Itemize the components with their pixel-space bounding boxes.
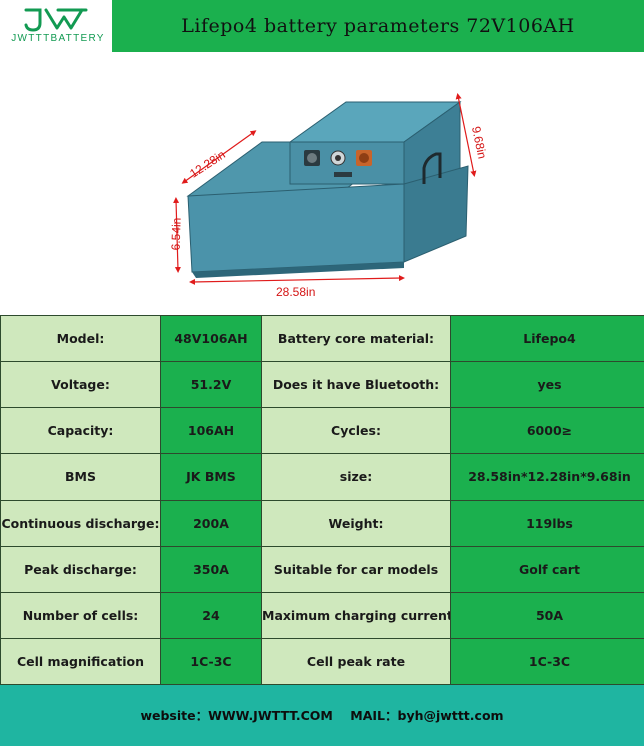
spec-label: Battery core material:	[261, 314, 451, 363]
spec-label: Model:	[0, 314, 161, 363]
product-image-area: 12.28in 9.68in 6.54in 28.58in	[0, 52, 644, 315]
spec-label: Voltage:	[0, 361, 161, 409]
website-link[interactable]: WWW.JWTTT.COM	[208, 708, 333, 723]
logo-text: JWTTTBATTERY	[11, 33, 105, 44]
spec-table: Model: 48V106AH Battery core material: L…	[0, 314, 644, 686]
spec-value: 350A	[160, 545, 262, 593]
spec-value: yes	[450, 361, 644, 409]
table-row: Continuous discharge: 200A Weight: 119lb…	[0, 499, 644, 547]
spec-label: Suitable for car models	[261, 545, 451, 593]
dimension-label-width: 28.58in	[276, 285, 315, 299]
spec-value: 51.2V	[160, 361, 262, 409]
dimension-label-height: 6.54in	[169, 217, 184, 250]
spec-label: Cell peak rate	[261, 637, 451, 686]
spec-label: Peak discharge:	[0, 545, 161, 593]
spec-value: 119lbs	[450, 499, 644, 547]
spec-label: Does it have Bluetooth:	[261, 361, 451, 409]
spec-value: 1C-3C	[450, 637, 644, 686]
spec-label: Capacity:	[0, 407, 161, 455]
spec-value: 48V106AH	[160, 314, 262, 363]
title-bar: Lifepo4 battery parameters 72V106AH	[112, 0, 644, 52]
spec-label: BMS	[0, 453, 161, 501]
spec-label: Cycles:	[261, 407, 451, 455]
brand-logo: JWTTTBATTERY	[0, 0, 112, 52]
spec-value: JK BMS	[160, 453, 262, 501]
spec-label: Continuous discharge:	[0, 499, 161, 547]
spec-label: size:	[261, 453, 451, 501]
footer: website：WWW.JWTTT.COM MAIL：byh@jwttt.com	[0, 685, 644, 746]
spec-label: Maximum charging current	[261, 591, 451, 639]
spec-value: 200A	[160, 499, 262, 547]
spec-label: Weight:	[261, 499, 451, 547]
spec-label: Number of cells:	[0, 591, 161, 639]
spec-value: 106AH	[160, 407, 262, 455]
spec-label: Cell magnification	[0, 637, 161, 686]
spec-value: 6000≥	[450, 407, 644, 455]
spec-value: 24	[160, 591, 262, 639]
table-row: Capacity: 106AH Cycles: 6000≥	[0, 407, 644, 455]
table-row: Voltage: 51.2V Does it have Bluetooth: y…	[0, 361, 644, 409]
table-row: Peak discharge: 350A Suitable for car mo…	[0, 545, 644, 593]
mail-link[interactable]: byh@jwttt.com	[397, 708, 504, 723]
dimension-label-depth: 9.68in	[469, 125, 489, 160]
spec-value: 28.58in*12.28in*9.68in	[450, 453, 644, 501]
mail-label: MAIL：	[350, 708, 398, 723]
jwt-logo-icon	[24, 8, 88, 32]
page-title: Lifepo4 battery parameters 72V106AH	[181, 15, 575, 37]
contact-line: website：WWW.JWTTT.COM MAIL：byh@jwttt.com	[0, 685, 644, 746]
spec-value: 1C-3C	[160, 637, 262, 686]
table-row: BMS JK BMS size: 28.58in*12.28in*9.68in	[0, 453, 644, 501]
spec-value: 50A	[450, 591, 644, 639]
header: JWTTTBATTERY Lifepo4 battery parameters …	[0, 0, 644, 52]
table-row: Model: 48V106AH Battery core material: L…	[0, 314, 644, 363]
spec-value: Lifepo4	[450, 314, 644, 363]
table-row: Cell magnification 1C-3C Cell peak rate …	[0, 637, 644, 686]
table-row: Number of cells: 24 Maximum charging cur…	[0, 591, 644, 639]
website-label: website：	[140, 708, 209, 723]
spec-value: Golf cart	[450, 545, 644, 593]
battery-illustration: 12.28in 9.68in 6.54in 28.58in	[140, 56, 520, 312]
